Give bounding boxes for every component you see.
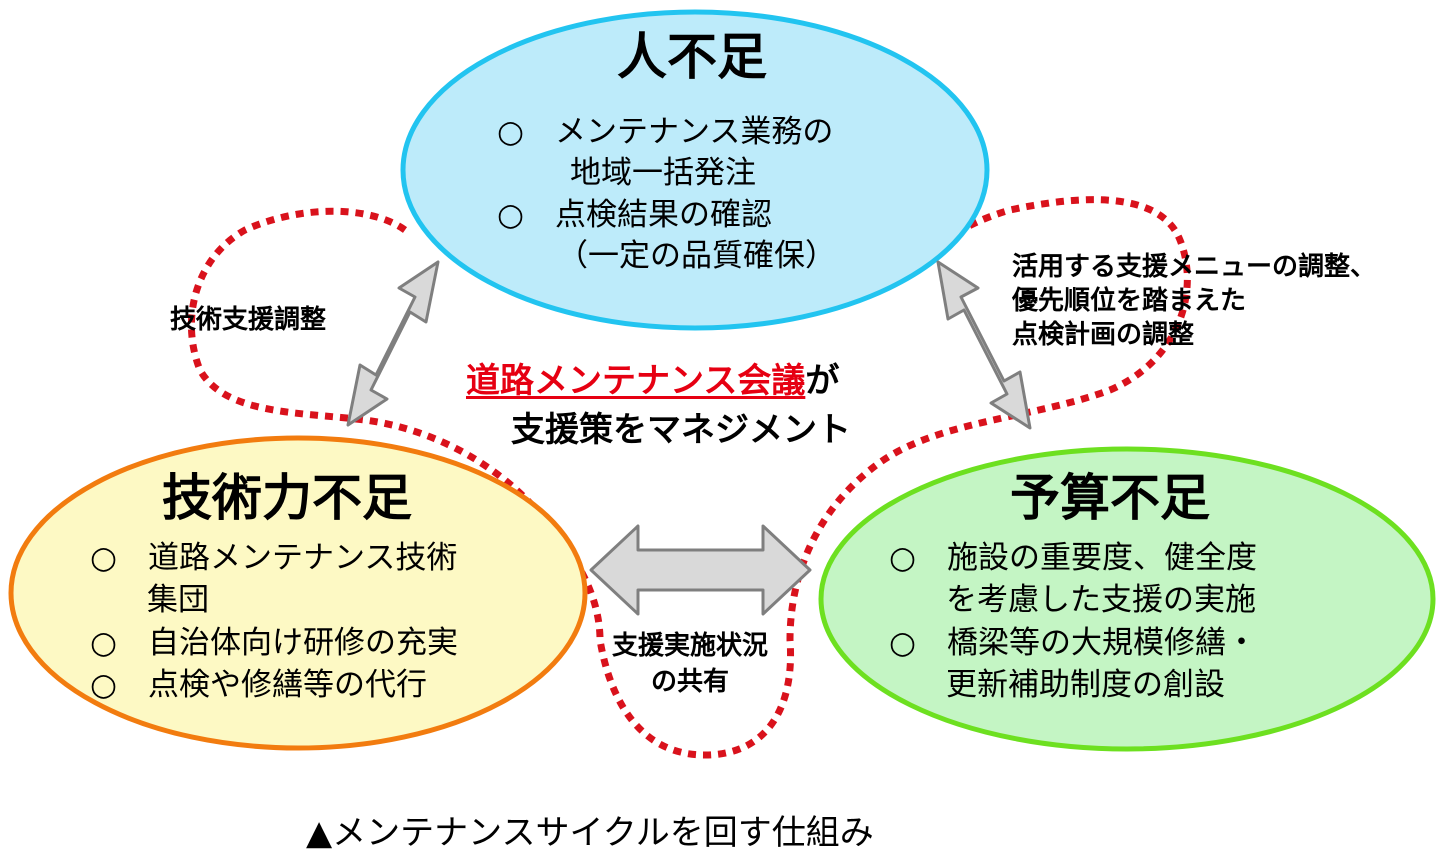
left-node-item-1: ○ 道路メンテナンス技術 (90, 540, 458, 576)
center-particle: が (805, 361, 840, 401)
right-node-item-3: ○ 橋梁等の大規模修繕・ (889, 625, 1258, 661)
link-left-label: 技術支援調整 (170, 305, 327, 335)
link-right-label-1: 活用する支援メニューの調整、 (1012, 252, 1377, 282)
top-node-item-4: （一定の品質確保） (557, 238, 836, 274)
management-boundary-dotted (187, 196, 1191, 759)
link-right-label-3: 点検計画の調整 (1012, 320, 1195, 350)
top-node-item-2: 地域一括発注 (570, 155, 756, 191)
right-node-item-4: 更新補助制度の創設 (946, 667, 1225, 703)
top-node-item-1: ○ メンテナンス業務の (497, 114, 834, 150)
left-node-item-2: 集団 (147, 582, 209, 618)
center-emphasis: 道路メンテナンス会議 (466, 361, 806, 401)
arrow-bottom (589, 524, 812, 616)
center-statement-line1: 道路メンテナンス会議が (466, 361, 839, 402)
left-node-item-3: ○ 自治体向け研修の充実 (90, 625, 459, 661)
link-bottom-label-2: の共有 (651, 667, 730, 697)
center-statement-line2: 支援策をマネジメント (511, 410, 851, 450)
top-node-item-3: ○ 点検結果の確認 (497, 197, 773, 233)
right-node-item-2: を考慮した支援の実施 (946, 582, 1256, 618)
arrow-top-left (346, 260, 440, 427)
left-node-item-4: ○ 点検や修繕等の代行 (90, 667, 428, 703)
right-node-item-1: ○ 施設の重要度、健全度 (889, 540, 1258, 576)
right-node-title: 予算不足 (1010, 469, 1210, 527)
right-node-ellipse (818, 446, 1436, 752)
left-node-ellipse (8, 435, 588, 751)
link-bottom-label-1: 支援実施状況 (612, 631, 769, 661)
arrow-top-right (936, 260, 1032, 430)
figure-caption: ▲メンテナンスサイクルを回す仕組み (306, 813, 874, 853)
top-node-ellipse (400, 9, 990, 331)
top-node-title: 人不足 (617, 28, 767, 86)
link-right-label-2: 優先順位を踏まえた (1012, 286, 1247, 316)
left-node-title: 技術力不足 (162, 469, 412, 527)
